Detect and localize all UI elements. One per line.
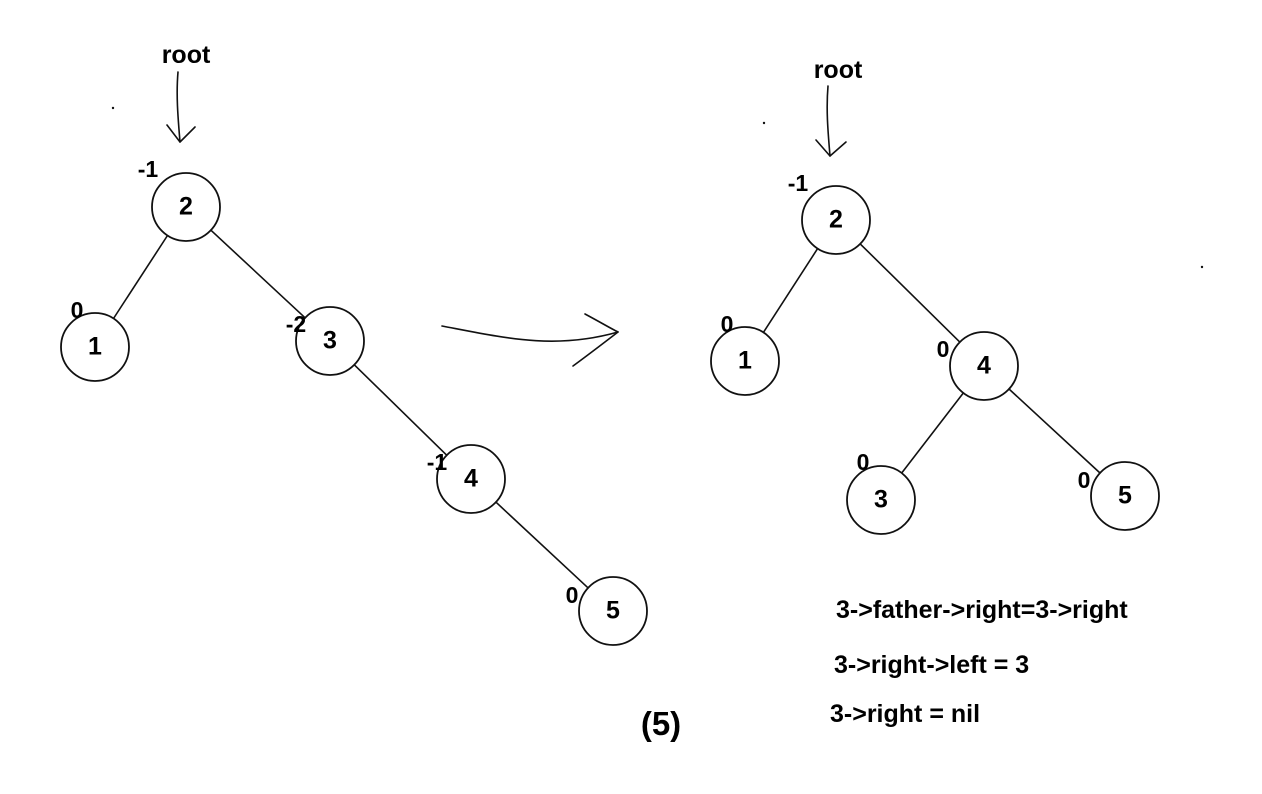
node-circle bbox=[710, 326, 780, 396]
transform-arrow bbox=[441, 313, 619, 367]
root-pointer-arrow bbox=[826, 85, 831, 157]
stray-marks bbox=[111, 106, 1204, 269]
node-circle bbox=[949, 331, 1019, 401]
node-value: 2 bbox=[179, 193, 193, 221]
balance-factor: 0 bbox=[721, 311, 734, 337]
balance-factor: 0 bbox=[857, 449, 870, 475]
balance-factor: -1 bbox=[788, 170, 809, 196]
tree-node: 4 -1 bbox=[427, 444, 506, 514]
node-value: 5 bbox=[1118, 482, 1132, 510]
tree-edge bbox=[1008, 388, 1101, 474]
stray-dot bbox=[762, 121, 766, 125]
balance-factor: 0 bbox=[71, 297, 84, 323]
node-value: 1 bbox=[88, 333, 102, 361]
tree-node: 2 -1 bbox=[138, 156, 221, 242]
balance-factor: -1 bbox=[138, 156, 159, 182]
tree-node: 30 bbox=[846, 449, 916, 535]
tree-node: 50 bbox=[1078, 461, 1160, 531]
tree-node: 10 bbox=[60, 297, 130, 382]
node-value: 1 bbox=[738, 347, 752, 375]
node-value: 2 bbox=[829, 206, 843, 234]
tree-edge bbox=[762, 248, 819, 333]
tree-node: 40 bbox=[937, 331, 1019, 401]
node-value: 5 bbox=[606, 597, 620, 625]
code-block: 3->father->right=3->right 3->right->left… bbox=[830, 596, 1128, 728]
node-circle bbox=[846, 465, 916, 535]
tree-node: 3 -2 bbox=[286, 306, 365, 376]
root-pointer-arrowhead bbox=[815, 139, 847, 157]
tree-edge bbox=[353, 364, 448, 456]
transform-arrow-head bbox=[572, 313, 619, 367]
figure-caption: (5) bbox=[641, 705, 681, 742]
stray-dot bbox=[111, 106, 115, 110]
node-value: 3 bbox=[323, 327, 337, 355]
code-line: 3->right = nil bbox=[830, 700, 980, 728]
node-circle bbox=[436, 444, 506, 514]
root-pointer-arrow bbox=[176, 71, 181, 143]
tree-node: 50 bbox=[566, 576, 648, 646]
balance-factor: -2 bbox=[286, 311, 306, 337]
node-circle bbox=[801, 185, 871, 255]
root-label: root bbox=[162, 41, 211, 69]
right-tree-edges bbox=[762, 243, 1101, 474]
balance-factor: 0 bbox=[937, 336, 950, 362]
code-line: 3->right->left = 3 bbox=[834, 651, 1029, 679]
tree-edge bbox=[210, 229, 306, 319]
transform-arrow-shaft bbox=[441, 325, 619, 342]
root-pointer-arrowhead bbox=[166, 124, 196, 143]
tree-edge bbox=[901, 392, 964, 474]
node-value: 4 bbox=[464, 465, 478, 493]
node-circle bbox=[1090, 461, 1160, 531]
balance-factor: 0 bbox=[1078, 467, 1091, 493]
node-circle bbox=[60, 312, 130, 382]
tree-node: 10 bbox=[710, 311, 780, 396]
stray-dot bbox=[1200, 265, 1204, 269]
tree-edge bbox=[859, 243, 961, 343]
node-circle bbox=[295, 306, 365, 376]
tree-node: 2 -1 bbox=[788, 170, 871, 255]
node-value: 4 bbox=[977, 352, 991, 380]
tree-edge bbox=[495, 501, 589, 589]
node-circle bbox=[151, 172, 221, 242]
node-circle bbox=[578, 576, 648, 646]
root-label: root bbox=[814, 56, 863, 84]
balance-factor: 0 bbox=[566, 582, 579, 608]
tree-edge bbox=[112, 235, 169, 319]
node-value: 3 bbox=[874, 486, 888, 514]
balance-factor: -1 bbox=[427, 449, 448, 475]
code-line: 3->father->right=3->right bbox=[836, 596, 1128, 624]
left-tree-edges bbox=[112, 229, 589, 589]
